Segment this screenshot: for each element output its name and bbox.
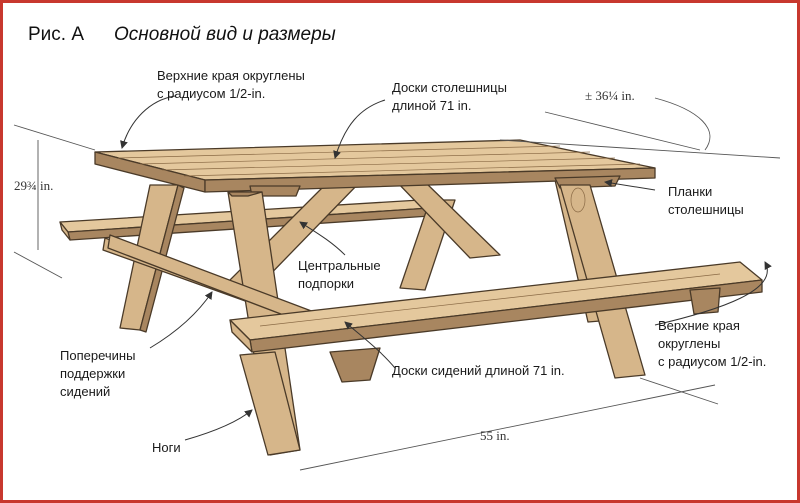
label-center-braces-line1: Центральные: [298, 258, 381, 273]
label-tabletop-cleats: Планки столешницы: [668, 184, 744, 217]
dimension-length: 55 in.: [299, 377, 719, 471]
figure-number: Рис. А: [28, 24, 84, 45]
leader-lines: [120, 95, 772, 441]
label-top-edges-right-line2: округлены: [658, 336, 720, 351]
height-dimension: 29¾ in.: [14, 178, 53, 193]
label-seat-crossbars-line2: поддержки: [60, 366, 125, 381]
dimension-width: ± 36¼ in.: [499, 88, 781, 159]
label-seat-crossbars: Поперечины поддержки сидений: [60, 348, 135, 399]
figure-title: Основной вид и размеры: [114, 24, 336, 45]
label-top-edges-right: Верхние края округлены с радиусом 1/2-in…: [658, 318, 766, 369]
dimension-height: 29¾ in.: [13, 124, 96, 279]
label-table-boards: Доски столешницы длиной 71 in.: [392, 80, 507, 113]
label-table-boards-line2: длиной 71 in.: [392, 98, 472, 113]
label-tabletop-cleats-line2: столешницы: [668, 202, 744, 217]
label-top-edges-top-line2: с радиусом 1/2-in.: [157, 86, 265, 101]
label-seat-boards: Доски сидений длиной 71 in.: [392, 363, 565, 378]
tabletop: [94, 139, 656, 193]
label-top-edges-right-line1: Верхние края: [658, 318, 740, 333]
width-dimension: ± 36¼ in.: [585, 88, 635, 103]
label-top-edges-top: Верхние края округлены с радиусом 1/2-in…: [157, 68, 305, 101]
label-table-boards-line1: Доски столешницы: [392, 80, 507, 95]
front-seat-board: [229, 261, 763, 353]
length-dimension: 55 in.: [480, 428, 510, 443]
label-tabletop-cleats-line1: Планки: [668, 184, 712, 199]
label-legs: Ноги: [152, 440, 181, 455]
label-top-edges-right-line3: с радиусом 1/2-in.: [658, 354, 766, 369]
label-seat-crossbars-line1: Поперечины: [60, 348, 135, 363]
label-center-braces: Центральные подпорки: [298, 258, 381, 291]
label-seat-crossbars-line3: сидений: [60, 384, 110, 399]
picnic-table: [59, 139, 763, 456]
label-center-braces-line2: подпорки: [298, 276, 354, 291]
label-top-edges-top-line1: Верхние края округлены: [157, 68, 305, 83]
